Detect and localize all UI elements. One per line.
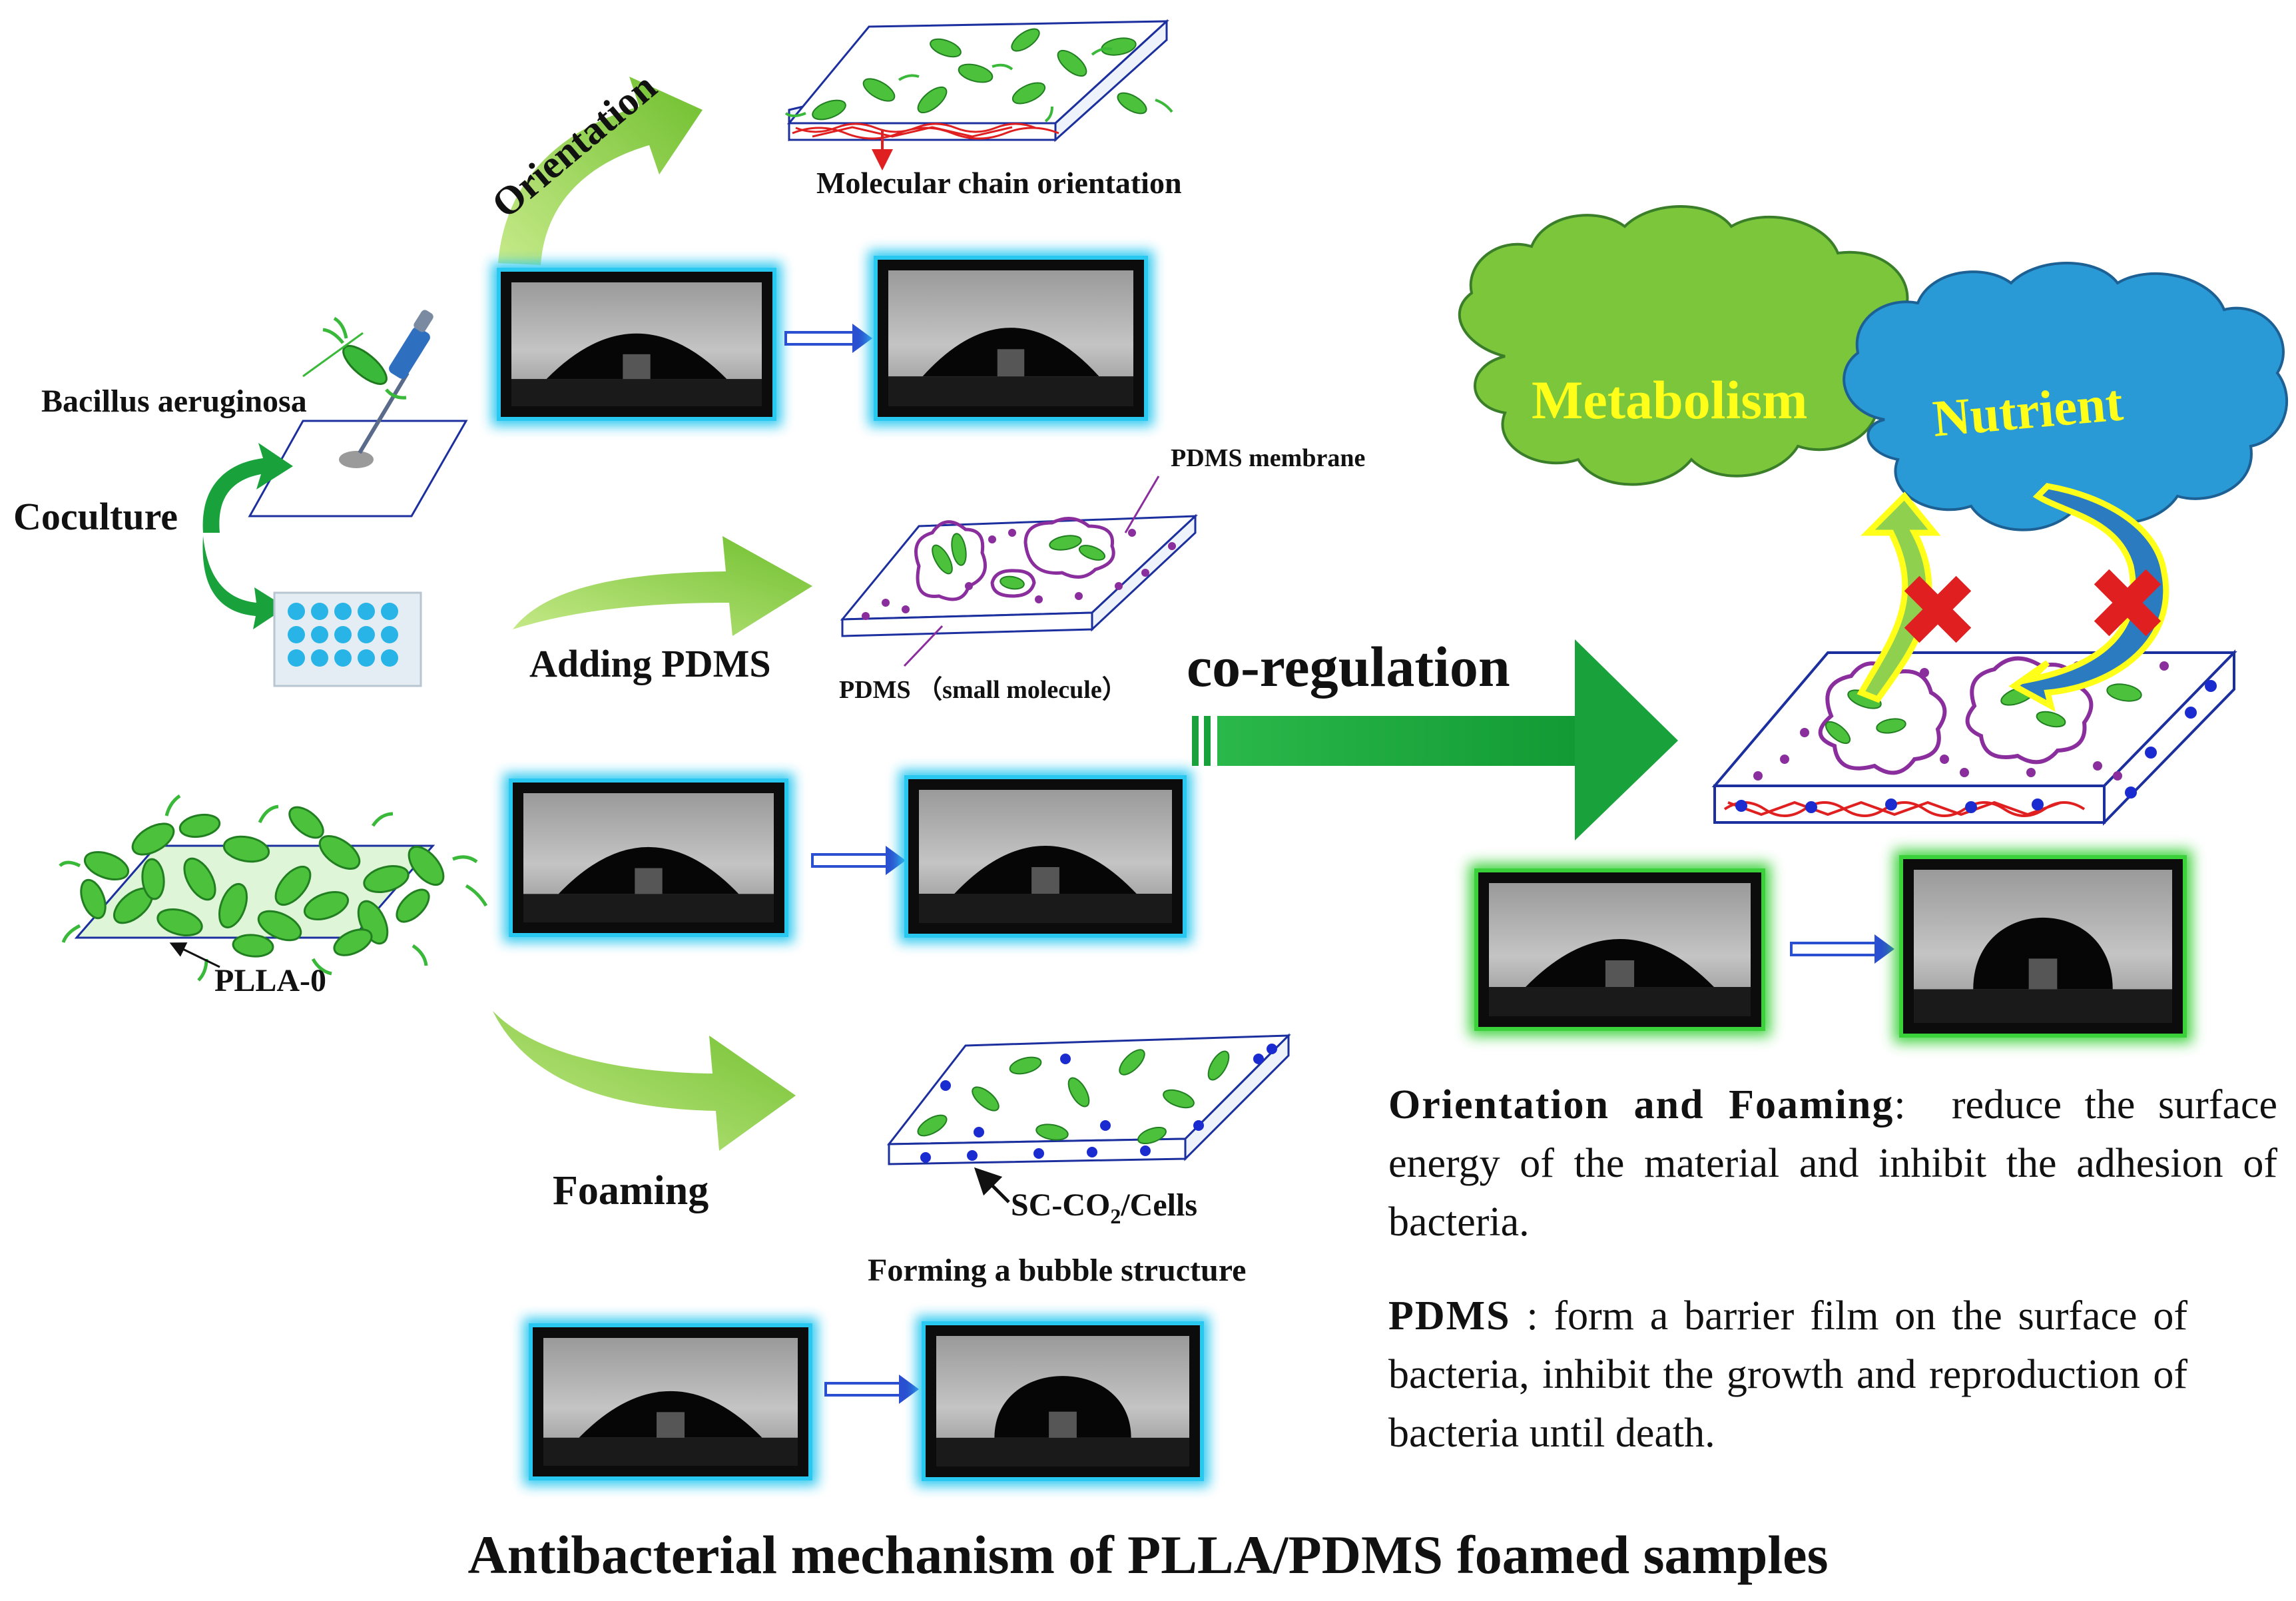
combined-before-image (1469, 863, 1771, 1036)
pdms-heading: PDMS (1388, 1293, 1511, 1339)
co-regulation-label: co-regulation (1187, 635, 1510, 699)
sample-drop (339, 451, 374, 468)
combined-membrane (1711, 483, 2237, 826)
metabolism-cloud: Metabolism (1458, 205, 1920, 486)
pdms-body: form a barrier film on the surface of ba… (1388, 1293, 2187, 1456)
foamed-membrane: SC-CO2/Cells Forming a bubble structure (868, 1033, 1291, 1288)
nutrient-cloud: Nutrient (1843, 262, 2289, 531)
bacillus-label: Bacillus aeruginosa (41, 384, 307, 419)
figure-caption: Antibacterial mechanism of PLLA/PDMS foa… (467, 1524, 1829, 1585)
plla0-sample: PLLA-0 (59, 794, 488, 998)
orientation-foaming-description: Orientation and Foaming: reduce the surf… (1388, 1076, 2277, 1251)
coculture-arrow-down (202, 536, 286, 629)
orientation-membrane: Molecular chain orientation (784, 19, 1182, 200)
foaming-after-image (916, 1316, 1209, 1486)
blocked-x-icon (1904, 575, 1972, 643)
sc-co2-label: SC-CO2/Cells (1011, 1187, 1197, 1228)
plla0-label: PLLA-0 (214, 963, 326, 998)
pdms-separator: : (1510, 1293, 1554, 1339)
plla0-transition-arrow (811, 846, 906, 875)
contact-angle-images (491, 250, 2192, 1486)
pdms-small-molecule-label: PDMS （small molecule） (839, 676, 1127, 704)
orientation-arrow: Orientation (483, 65, 703, 265)
orientation-transition-arrow (784, 324, 872, 353)
combined-transition-arrow (1790, 934, 1894, 964)
foaming-transition-arrow (824, 1375, 919, 1404)
bacterium-icon (322, 316, 407, 400)
adding-pdms-arrow: Adding PDMS (513, 536, 812, 685)
plla0-before-image (503, 773, 794, 942)
metabolism-export-arrow (1857, 491, 1941, 703)
co-regulation-arrow: co-regulation (1187, 635, 1678, 840)
metabolism-label: Metabolism (1532, 370, 1807, 430)
pdms-membrane-label: PDMS membrane (1171, 444, 1365, 472)
orientation-foaming-heading: Orientation and Foaming (1388, 1082, 1894, 1127)
pdms-membrane-sample: PDMS membrane PDMS （small molecule） (839, 444, 1365, 704)
orientation-foaming-body: reduce the surface energy of the materia… (1388, 1082, 2277, 1245)
plla0-pointer (169, 942, 220, 968)
plla0-after-image (899, 770, 1192, 943)
well-plate-icon (273, 591, 422, 687)
coculture-label: Coculture (13, 495, 178, 538)
orientation-before-image (491, 262, 782, 426)
culture-slide (248, 420, 468, 517)
nutrient-import-arrow (2008, 483, 2169, 712)
orientation-foaming-separator: : (1894, 1082, 1952, 1127)
foaming-before-image (523, 1318, 818, 1486)
orientation-after-image (868, 250, 1153, 426)
blocked-x-icon (2094, 569, 2161, 637)
coculture-setup: Bacillus aeruginosa Coculture (13, 310, 468, 687)
pdms-description: PDMS : form a barrier film on the surfac… (1388, 1287, 2187, 1462)
adding-pdms-label: Adding PDMS (529, 642, 771, 685)
bacillus-pointer (302, 332, 364, 378)
foaming-arrow: Foaming (493, 1011, 796, 1213)
bubble-structure-label: Forming a bubble structure (868, 1253, 1246, 1288)
coculture-arrow-up (202, 443, 293, 533)
foaming-label: Foaming (553, 1168, 709, 1213)
combined-after-image (1894, 850, 2192, 1043)
molecular-chain-label: Molecular chain orientation (816, 166, 1182, 200)
pipette-icon (358, 310, 433, 454)
